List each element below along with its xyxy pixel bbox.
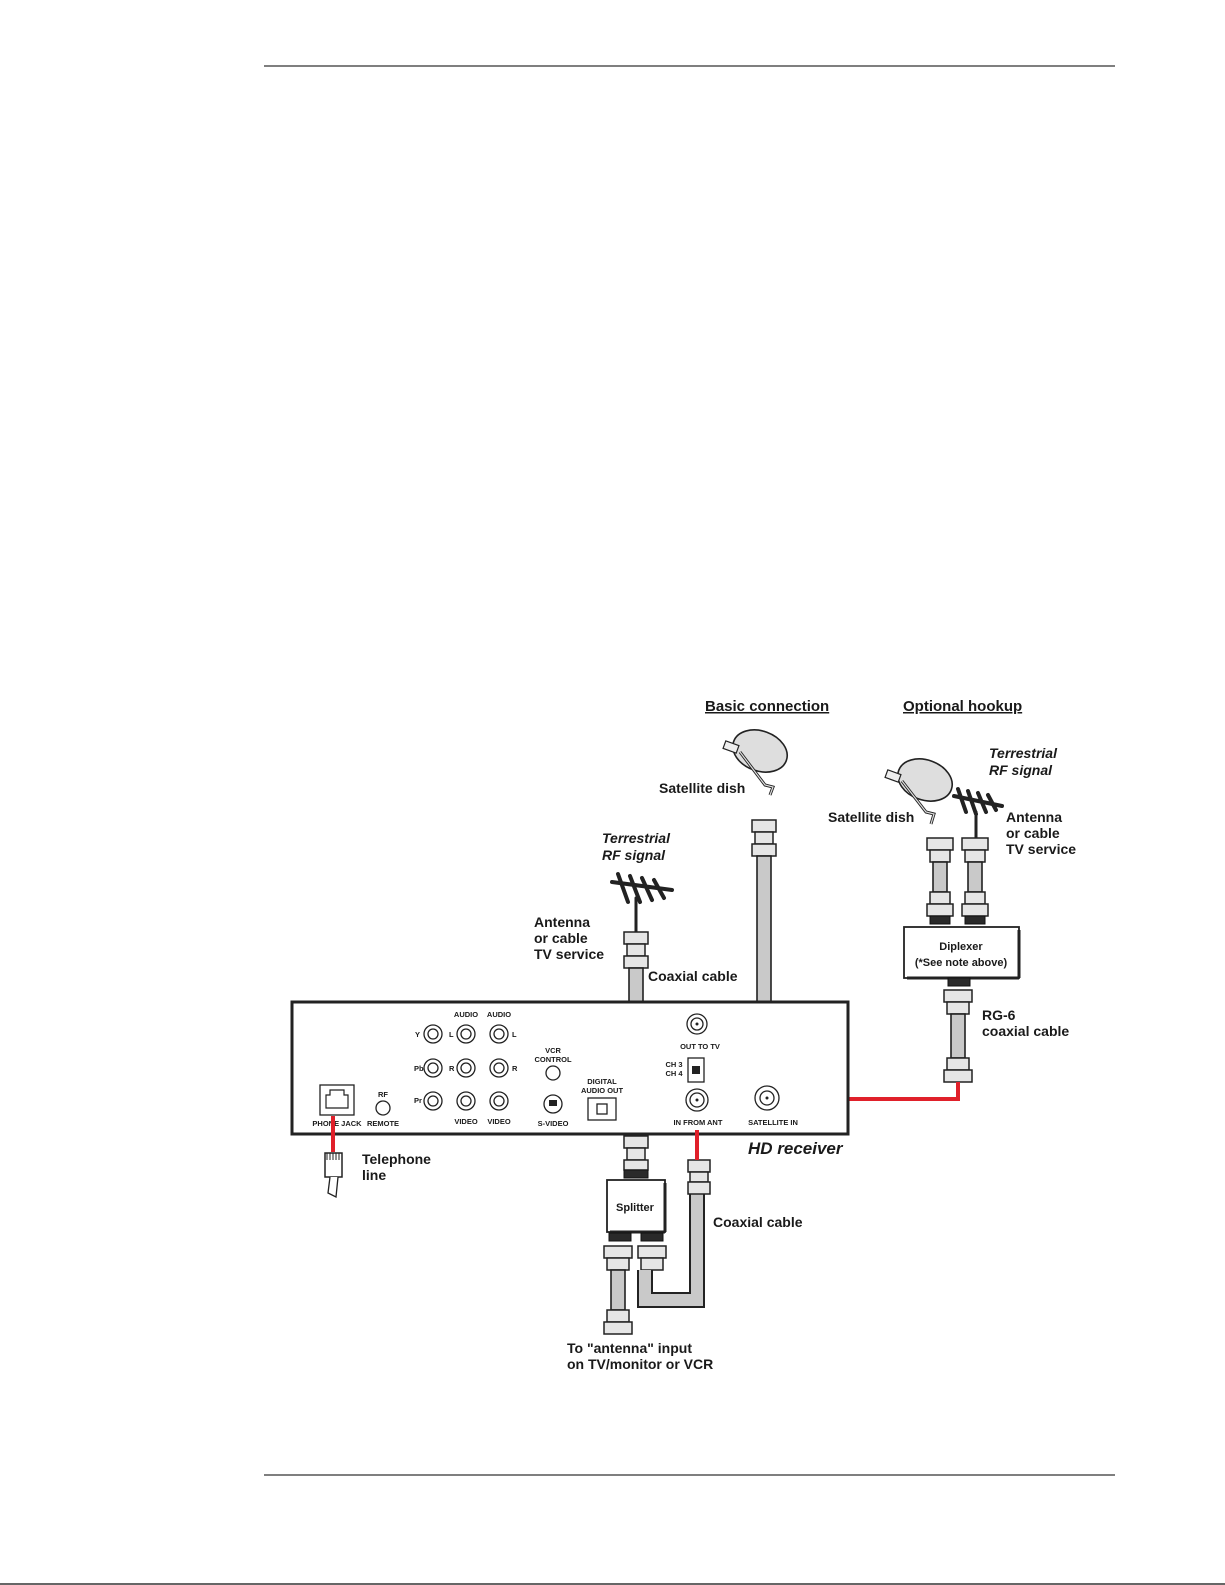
satellite-dish-optional-icon	[884, 758, 953, 825]
terrestrial-left-label-2: RF signal	[602, 847, 666, 863]
rf-remote-port	[375, 1100, 391, 1116]
terrestrial-right-label-1: Terrestrial	[989, 745, 1058, 761]
coaxial-cable-bottom-label: Coaxial cable	[713, 1214, 803, 1230]
telephone-label-2: line	[362, 1167, 386, 1183]
ch4-label: CH 4	[665, 1069, 683, 1078]
pr-label: Pr	[414, 1096, 422, 1105]
splitter-loop-cable	[637, 1159, 711, 1308]
out-to-tv-port	[686, 1013, 708, 1035]
satellite-dish-optional-label: Satellite dish	[828, 809, 914, 825]
vcr-label-1: VCR	[545, 1046, 561, 1055]
av-jack-grid	[423, 1024, 509, 1111]
rg6-label-1: RG-6	[982, 1007, 1016, 1023]
digital-label-1: DIGITAL	[587, 1077, 617, 1086]
antenna-right-label-2: or cable	[1006, 825, 1060, 841]
remote-label: REMOTE	[367, 1119, 399, 1128]
audio-label-1: AUDIO	[454, 1010, 478, 1019]
r-label-2: R	[512, 1064, 518, 1073]
s-video-port	[543, 1094, 563, 1114]
phone-jack-label: PHONE JACK	[312, 1119, 362, 1128]
to-antenna-label-1: To "antenna" input	[567, 1340, 692, 1356]
rf-label: RF	[378, 1090, 388, 1099]
splitter-output-to-tv	[603, 1232, 633, 1335]
antenna-right-label-3: TV service	[1006, 841, 1076, 857]
splitter-feed	[623, 1135, 649, 1179]
l-label-1: L	[449, 1030, 454, 1039]
satellite-in-port	[754, 1085, 780, 1111]
basic-connection-heading: Basic connection	[705, 698, 829, 715]
in-from-ant-port	[685, 1088, 709, 1112]
satellite-dish-basic-icon	[722, 729, 788, 796]
antenna-left-label-2: or cable	[534, 930, 588, 946]
in-from-ant-label: IN FROM ANT	[674, 1118, 723, 1127]
vcr-label-2: CONTROL	[534, 1055, 571, 1064]
rg6-coax-cable	[943, 977, 973, 1083]
telephone-label-1: Telephone	[362, 1151, 431, 1167]
video-label-2: VIDEO	[487, 1117, 511, 1126]
antenna-right-icon	[952, 787, 1004, 840]
splitter-label: Splitter	[616, 1202, 655, 1214]
hd-receiver-panel	[290, 1000, 850, 1136]
r-label-1: R	[449, 1064, 455, 1073]
satellite-dish-basic-label: Satellite dish	[659, 780, 745, 796]
antenna-left-label-1: Antenna	[534, 914, 590, 930]
ch3-label: CH 3	[665, 1060, 682, 1069]
vcr-control-port	[545, 1065, 561, 1081]
telephone-plug-icon	[324, 1152, 343, 1199]
digital-audio-out-port	[587, 1097, 617, 1121]
terrestrial-left-label-1: Terrestrial	[602, 830, 671, 846]
to-antenna-label-2: on TV/monitor or VCR	[567, 1356, 713, 1372]
satellite-in-label: SATELLITE IN	[748, 1118, 798, 1127]
coaxial-cable-top-label: Coaxial cable	[648, 968, 738, 984]
antenna-left-label-3: TV service	[534, 946, 604, 962]
antenna-right-label-1: Antenna	[1006, 809, 1062, 825]
ch-switch	[687, 1057, 705, 1083]
out-to-tv-label: OUT TO TV	[680, 1042, 720, 1051]
rg6-label-2: coaxial cable	[982, 1023, 1069, 1039]
diplexer-box	[903, 926, 1021, 980]
splitter-box	[606, 1179, 667, 1234]
diplexer-label-1: Diplexer	[939, 941, 983, 953]
hd-receiver-label: HD receiver	[748, 1139, 844, 1158]
diplexer-label-2: (*See note above)	[915, 957, 1008, 969]
video-label-1: VIDEO	[454, 1117, 478, 1126]
s-video-label: S-VIDEO	[538, 1119, 569, 1128]
audio-label-2: AUDIO	[487, 1010, 511, 1019]
digital-label-2: AUDIO OUT	[581, 1086, 624, 1095]
l-label-2: L	[512, 1030, 517, 1039]
y-label: Y	[415, 1030, 420, 1039]
terrestrial-right-label-2: RF signal	[989, 762, 1053, 778]
diplexer-input-cables	[926, 837, 989, 925]
antenna-left-icon	[610, 872, 674, 934]
optional-hookup-heading: Optional hookup	[903, 698, 1022, 715]
pb-label: Pb	[414, 1064, 424, 1073]
phone-jack-port	[319, 1084, 355, 1116]
